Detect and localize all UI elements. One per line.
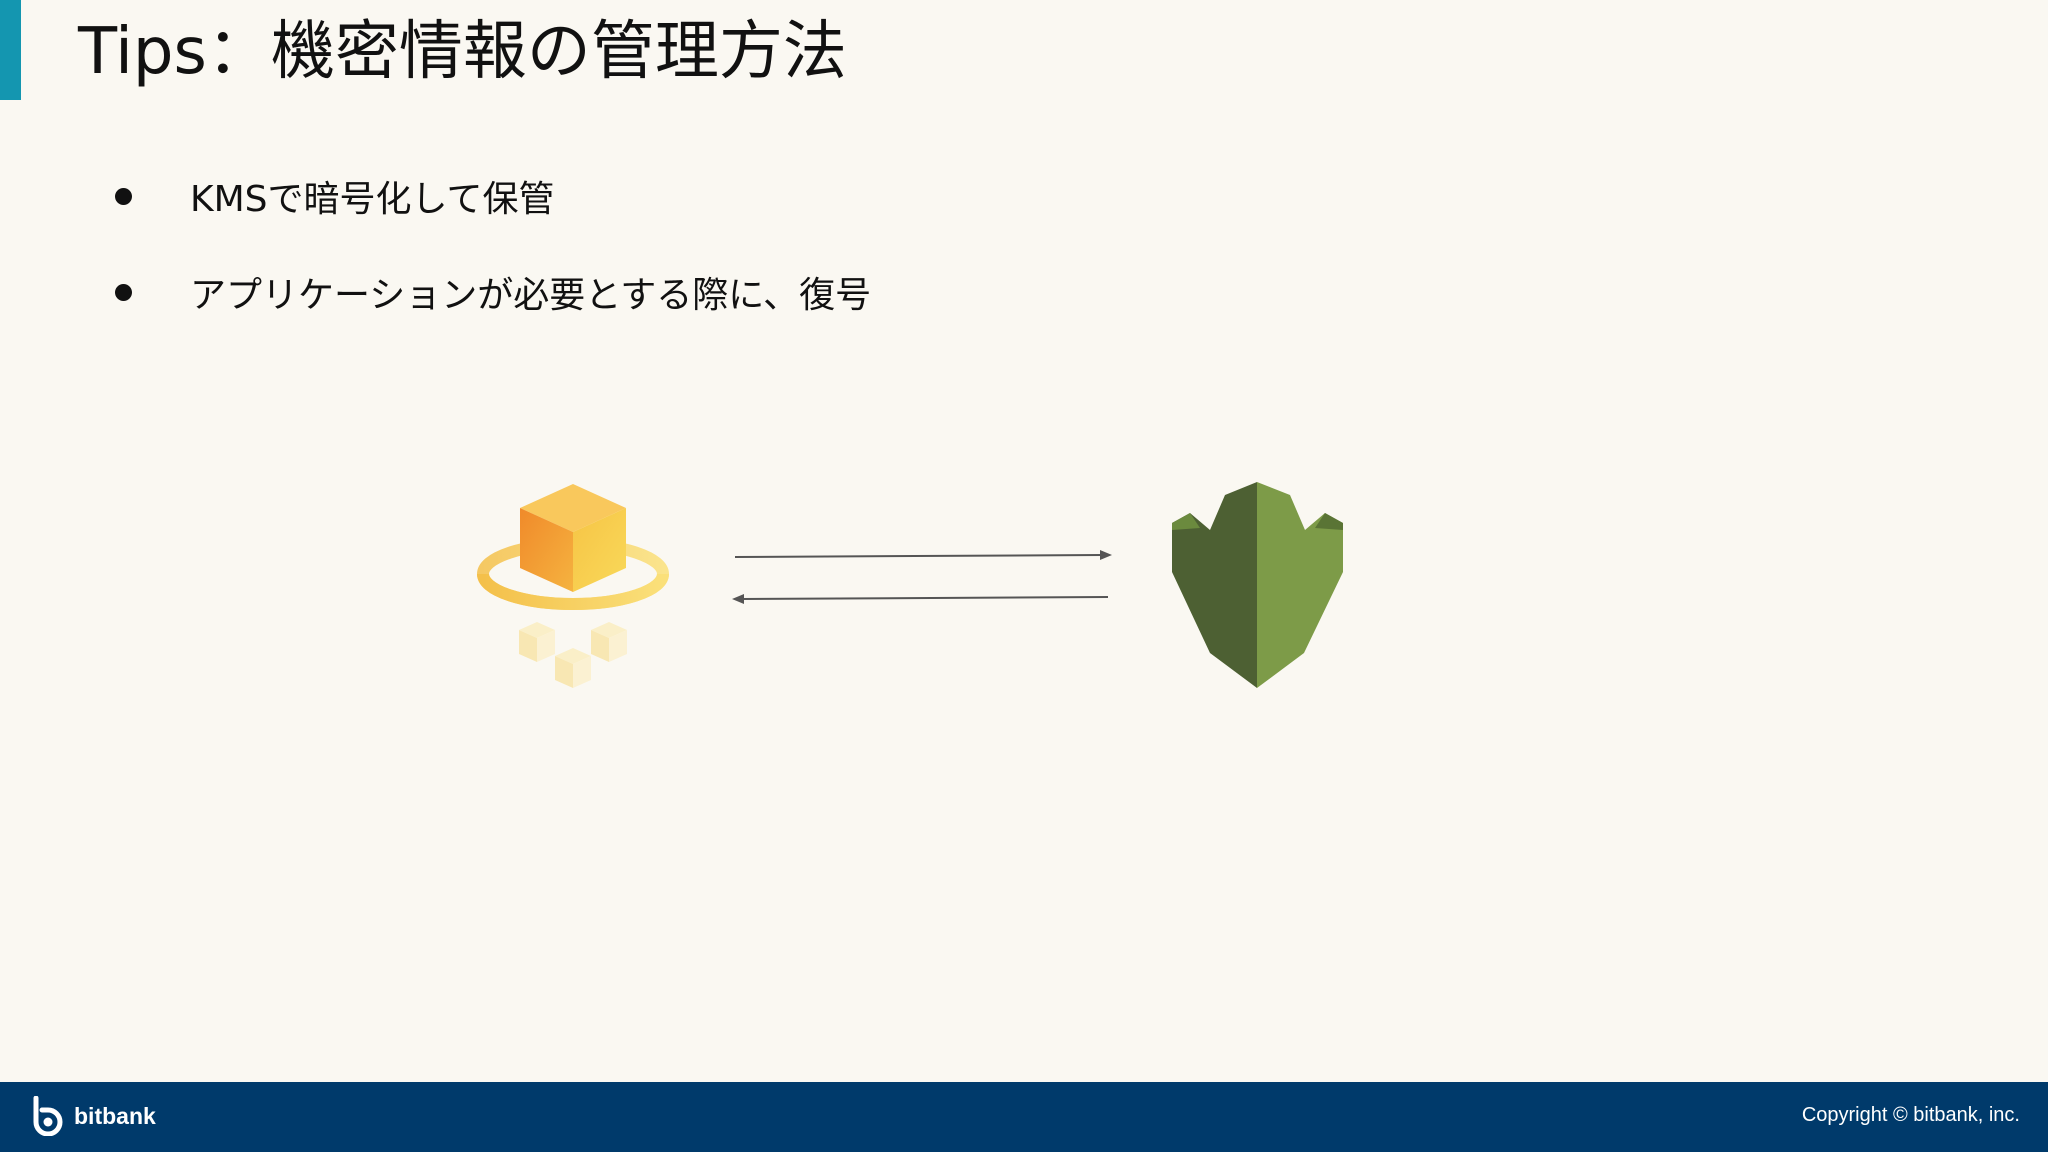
footer-logo-text: bitbank (74, 1102, 156, 1129)
secrets-shield-icon (1172, 482, 1343, 688)
slide-title: Tips：機密情報の管理方法 (78, 15, 847, 89)
footer-copyright: Copyright © bitbank, inc. (1801, 1104, 2020, 1126)
bullet-dot-icon (115, 187, 132, 205)
arrow-right (734, 550, 1112, 560)
footer: bitbank Copyright © bitbank, inc. (0, 1082, 2048, 1152)
bullet-text: KMSで暗号化して保管 (190, 179, 555, 220)
kms-key-cube-icon (477, 484, 669, 688)
bullet-item: KMSで暗号化して保管 (115, 148, 871, 244)
bitbank-logo-icon (33, 1096, 63, 1136)
bullet-text: アプリケーションが必要とする際に、復号 (190, 275, 872, 316)
bullet-dot-icon (115, 283, 132, 301)
bullet-item: アプリケーションが必要とする際に、復号 (115, 244, 871, 340)
title-accent-bar (0, 0, 21, 100)
footer-logo: bitbank (30, 1096, 156, 1136)
arrow-left (732, 594, 1109, 604)
bullet-list: KMSで暗号化して保管 アプリケーションが必要とする際に、復号 (115, 148, 871, 340)
